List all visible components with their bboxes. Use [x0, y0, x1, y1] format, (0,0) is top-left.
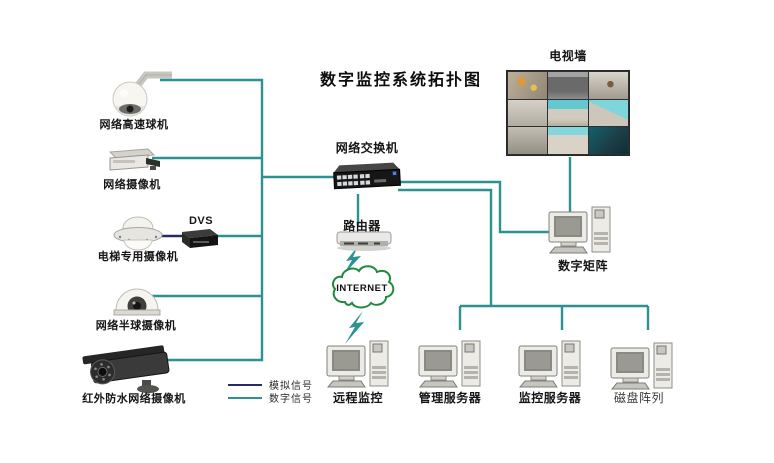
tv-wall-grid — [506, 70, 630, 156]
digital-signal-label: 数字信号 — [269, 394, 313, 405]
lightning-bolt-icon — [344, 246, 361, 274]
digital-matrix-pc-icon — [548, 206, 611, 254]
tv-wall-cell — [508, 127, 548, 154]
wire-switch-matrix — [398, 180, 556, 234]
bullet-camera-label: 红外防水网络摄像机 — [82, 393, 186, 405]
box-camera-label: 网络摄像机 — [103, 179, 161, 191]
management-server-icon — [418, 340, 481, 388]
elevator-camera-icon — [113, 216, 163, 251]
tv-wall-cell — [588, 127, 628, 154]
bullet-camera-icon — [82, 345, 170, 393]
internet-cloud-icon: INTERNET — [332, 265, 395, 309]
remote-monitor-pc-icon — [326, 340, 389, 388]
router-label: 路由器 — [343, 219, 381, 233]
half-dome-camera-label: 网络半球摄像机 — [95, 320, 177, 332]
ptz-dome-camera-label: 网络高速球机 — [99, 119, 169, 131]
disk-array-icon — [610, 342, 673, 390]
remote-monitor-label: 远程监控 — [332, 391, 383, 405]
half-dome-camera-icon — [113, 288, 161, 316]
tv-wall-cell — [548, 127, 588, 154]
ptz-dome-camera-icon — [112, 71, 172, 117]
legend-analog-row: 模拟信号 — [228, 378, 313, 392]
tv-wall-cell — [508, 99, 548, 127]
internet-label: INTERNET — [336, 283, 388, 294]
wire-switch-servers — [398, 188, 493, 306]
tv-wall-cell — [508, 72, 548, 99]
tv-wall-cell — [588, 72, 628, 99]
tv-wall-label: 电视墙 — [549, 49, 587, 63]
analog-signal-label: 模拟信号 — [269, 381, 313, 392]
management-server-label: 管理服务器 — [418, 391, 482, 405]
network-switch-icon — [333, 162, 401, 190]
elevator-camera-label: 电梯专用摄像机 — [97, 251, 179, 263]
dvs-icon — [182, 229, 218, 248]
tv-wall-cell — [588, 99, 628, 127]
wire-camera-bus — [160, 78, 264, 362]
tv-wall-cell — [548, 99, 588, 127]
monitoring-server-label: 监控服务器 — [518, 391, 582, 405]
page-title: 数字监控系统拓扑图 — [319, 72, 482, 89]
digital-line-swatch — [228, 396, 262, 399]
analog-line-swatch — [228, 383, 262, 386]
switch-label: 网络交换机 — [335, 141, 399, 155]
dvs-label: DVS — [188, 215, 214, 227]
digital-matrix-label: 数字矩阵 — [557, 259, 608, 273]
router-icon — [336, 231, 392, 251]
tv-wall-cell — [548, 72, 588, 99]
disk-array-label: 磁盘阵列 — [613, 391, 664, 405]
legend-digital-row: 数字信号 — [228, 391, 313, 405]
box-camera-icon — [108, 148, 160, 171]
monitoring-server-icon — [518, 340, 581, 388]
legend: 模拟信号 数字信号 — [228, 378, 313, 405]
